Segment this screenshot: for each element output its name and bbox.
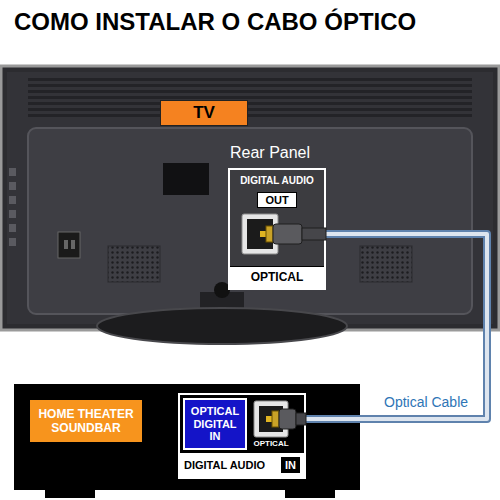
connector-label: Optical Cable <box>382 394 470 410</box>
speaker-grille <box>360 246 412 282</box>
port-label: OPTICAL <box>230 266 324 288</box>
side-button <box>9 168 16 176</box>
device-name: TV <box>193 104 215 123</box>
direction-label: OUT <box>257 192 297 208</box>
tv-rear-panel <box>28 128 472 314</box>
stand-base <box>97 308 347 344</box>
panel-heading: Rear Panel <box>230 144 310 162</box>
input-name: OPTICAL DIGITAL IN <box>188 405 242 443</box>
port-panel: Rear PanelDIGITAL AUDIOOUTOPTICAL <box>228 168 326 290</box>
port-opening <box>247 219 273 249</box>
port-group-label: DIGITAL AUDIO <box>230 175 324 186</box>
plug-body <box>279 409 296 429</box>
side-button <box>9 182 16 190</box>
input-label-box: OPTICAL DIGITAL IN <box>183 398 247 450</box>
optical-cable <box>306 234 487 419</box>
plug-strain-relief <box>302 228 326 240</box>
tv-label: TV <box>160 100 248 126</box>
plug-body <box>273 224 302 244</box>
side-button <box>9 224 16 232</box>
soundbar-foot <box>45 490 95 498</box>
plug-tip <box>260 231 266 237</box>
tv-mount-plate <box>163 163 209 195</box>
side-button <box>9 196 16 204</box>
port-panel: OPTICAL DIGITAL AUDIO IN OPTICAL DIGITAL IN <box>178 393 306 479</box>
tv-vents <box>28 78 472 120</box>
speaker-grille <box>108 246 160 282</box>
socket-pin <box>64 240 68 249</box>
tv-back <box>7 72 493 324</box>
cable-core <box>306 234 487 419</box>
tv-back-frame <box>1 66 499 330</box>
side-button <box>9 210 16 218</box>
plug-tip <box>266 416 272 422</box>
soundbar-foot <box>285 490 335 498</box>
cable-jacket <box>306 234 487 419</box>
title: COMO INSTALAR O CABO ÓPTICO <box>14 8 416 36</box>
plug-strain-relief <box>296 413 306 425</box>
device-box: HOME THEATER SOUNDBAR <box>30 400 142 442</box>
soundbar-body <box>14 384 360 490</box>
port-group-label: DIGITAL AUDIO <box>184 458 265 472</box>
plug-collar <box>266 226 273 242</box>
socket-pin <box>71 240 75 249</box>
plug-collar <box>272 411 279 427</box>
direction-label: IN <box>281 457 300 473</box>
side-button <box>9 238 16 246</box>
power-socket <box>58 232 80 258</box>
device-name: HOME THEATER SOUNDBAR <box>34 407 138 436</box>
port-label: OPTICAL <box>248 439 294 448</box>
